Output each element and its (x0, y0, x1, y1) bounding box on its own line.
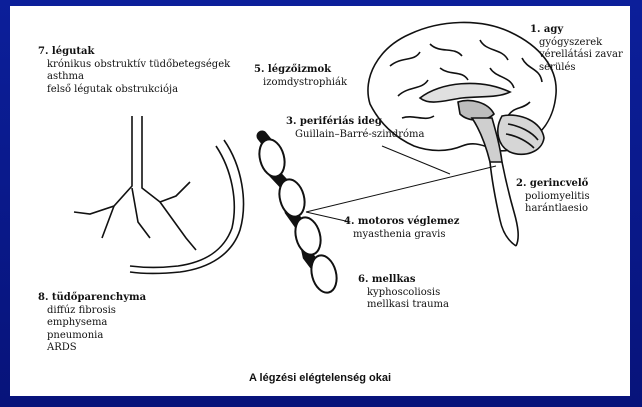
phrenic-nerve-line (306, 166, 496, 212)
label-agy-head: 1. agy (530, 24, 623, 37)
label-agy-item: vérellátási zavar (530, 49, 623, 62)
label-tudoparenchyma-item: emphysema (38, 317, 146, 330)
label-tudoparenchyma-item: pneumonia (38, 330, 146, 343)
label-legzoizmok: 5. légzőizmok izomdystrophiák (254, 64, 347, 89)
trachea-left-wall (74, 116, 132, 214)
diagram-panel: 1. agy gyógyszerek vérellátási zavar sér… (10, 6, 630, 396)
label-periferias-ideg-item: Guillain–Barré-szindróma (286, 129, 424, 142)
label-legzoizmok-head: 5. légzőizmok (254, 64, 347, 77)
muscle-segment (255, 137, 288, 180)
label-agy: 1. agy gyógyszerek vérellátási zavar sér… (530, 24, 623, 74)
label-motoros-veglemez-head: 4. motoros véglemez (344, 216, 459, 229)
brainstem (472, 118, 502, 162)
label-tudoparenchyma: 8. tüdőparenchyma diffúz fibrosis emphys… (38, 292, 146, 355)
label-motoros-veglemez: 4. motoros véglemez myasthenia gravis (344, 216, 459, 241)
label-motoros-veglemez-item: myasthenia gravis (344, 229, 459, 242)
label-gerincvelo: 2. gerincvelő poliomyelitis harántlaesio (516, 178, 590, 216)
spinal-cord (490, 162, 518, 246)
cerebellum (498, 115, 544, 154)
label-mellkas: 6. mellkas kyphoscoliosis mellkasi traum… (358, 274, 449, 312)
label-agy-item: sérülés (530, 62, 623, 75)
nerve-lines (306, 146, 496, 222)
label-gerincvelo-item: poliomyelitis (516, 191, 590, 204)
label-legutak-item: krónikus obstruktív tüdőbetegségek (38, 59, 230, 72)
trachea-right-wall (142, 116, 190, 202)
airway-tree (74, 116, 243, 274)
label-mellkas-head: 6. mellkas (358, 274, 449, 287)
diagram-caption: A légzési elégtelenség okai (10, 372, 630, 384)
label-tudoparenchyma-head: 8. tüdőparenchyma (38, 292, 146, 305)
label-periferias-ideg: 3. perifériás ideg Guillain–Barré-szindr… (286, 116, 424, 141)
label-mellkas-item: kyphoscoliosis (358, 287, 449, 300)
thalamus (458, 101, 494, 121)
respiratory-muscle-chain (255, 136, 340, 295)
label-mellkas-item: mellkasi trauma (358, 299, 449, 312)
label-gerincvelo-head: 2. gerincvelő (516, 178, 590, 191)
label-tudoparenchyma-item: diffúz fibrosis (38, 305, 146, 318)
label-legutak-item: asthma (38, 71, 230, 84)
lung-outline-inner (130, 146, 234, 268)
label-legutak-item: felső légutak obstrukciója (38, 84, 230, 97)
label-legzoizmok-item: izomdystrophiák (254, 77, 347, 90)
label-periferias-ideg-head: 3. perifériás ideg (286, 116, 424, 129)
lung-outline-outer (130, 140, 243, 274)
label-legutak: 7. légutak krónikus obstruktív tüdőbeteg… (38, 46, 230, 96)
corpus-callosum (420, 83, 510, 102)
label-gerincvelo-item: harántlaesio (516, 203, 590, 216)
label-legutak-head: 7. légutak (38, 46, 230, 59)
label-tudoparenchyma-item: ARDS (38, 342, 146, 355)
label-agy-item: gyógyszerek (530, 37, 623, 50)
